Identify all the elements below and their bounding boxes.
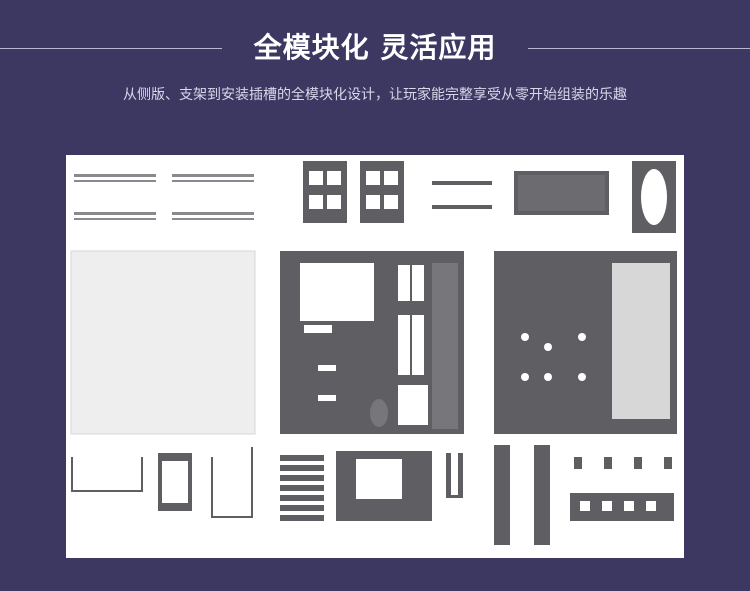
- rail-bars-icon: [74, 174, 254, 220]
- l-bracket-icon: [211, 447, 253, 518]
- front-panel-icon: [494, 251, 677, 434]
- slot-covers-icon: [280, 455, 324, 521]
- vertical-mount-icon: [494, 445, 550, 545]
- title-divider-left: [0, 48, 222, 49]
- page-title: 全模块化 灵活应用: [253, 31, 497, 64]
- u-bracket-icon: [71, 457, 143, 492]
- motherboard-tray-icon: [280, 251, 464, 434]
- feet-icon: [574, 457, 672, 469]
- io-plate-icon: [336, 451, 432, 521]
- header: 全模块化 灵活应用 从侧版、支架到安装插槽的全模块化设计，让玩家能完整享受从零开…: [0, 0, 750, 150]
- channel-bracket-icon: [446, 453, 463, 498]
- frame-bracket-icon: [158, 453, 192, 511]
- bracket-bars-icon: [432, 181, 492, 209]
- psu-bracket-icon: [514, 171, 609, 215]
- side-panel-icon: [70, 250, 256, 435]
- chassis-parts-illustration: [70, 161, 677, 545]
- title-divider-right: [528, 48, 750, 49]
- rear-bracket-icon: [570, 493, 674, 521]
- product-image-panel: [66, 155, 684, 558]
- page-subtitle: 从侧版、支架到安装插槽的全模块化设计，让玩家能完整享受从零开始组装的乐趣: [123, 87, 627, 103]
- drive-cage-icon: [303, 161, 347, 223]
- drive-cage-icon: [360, 161, 404, 223]
- fan-mount-icon: [632, 161, 676, 233]
